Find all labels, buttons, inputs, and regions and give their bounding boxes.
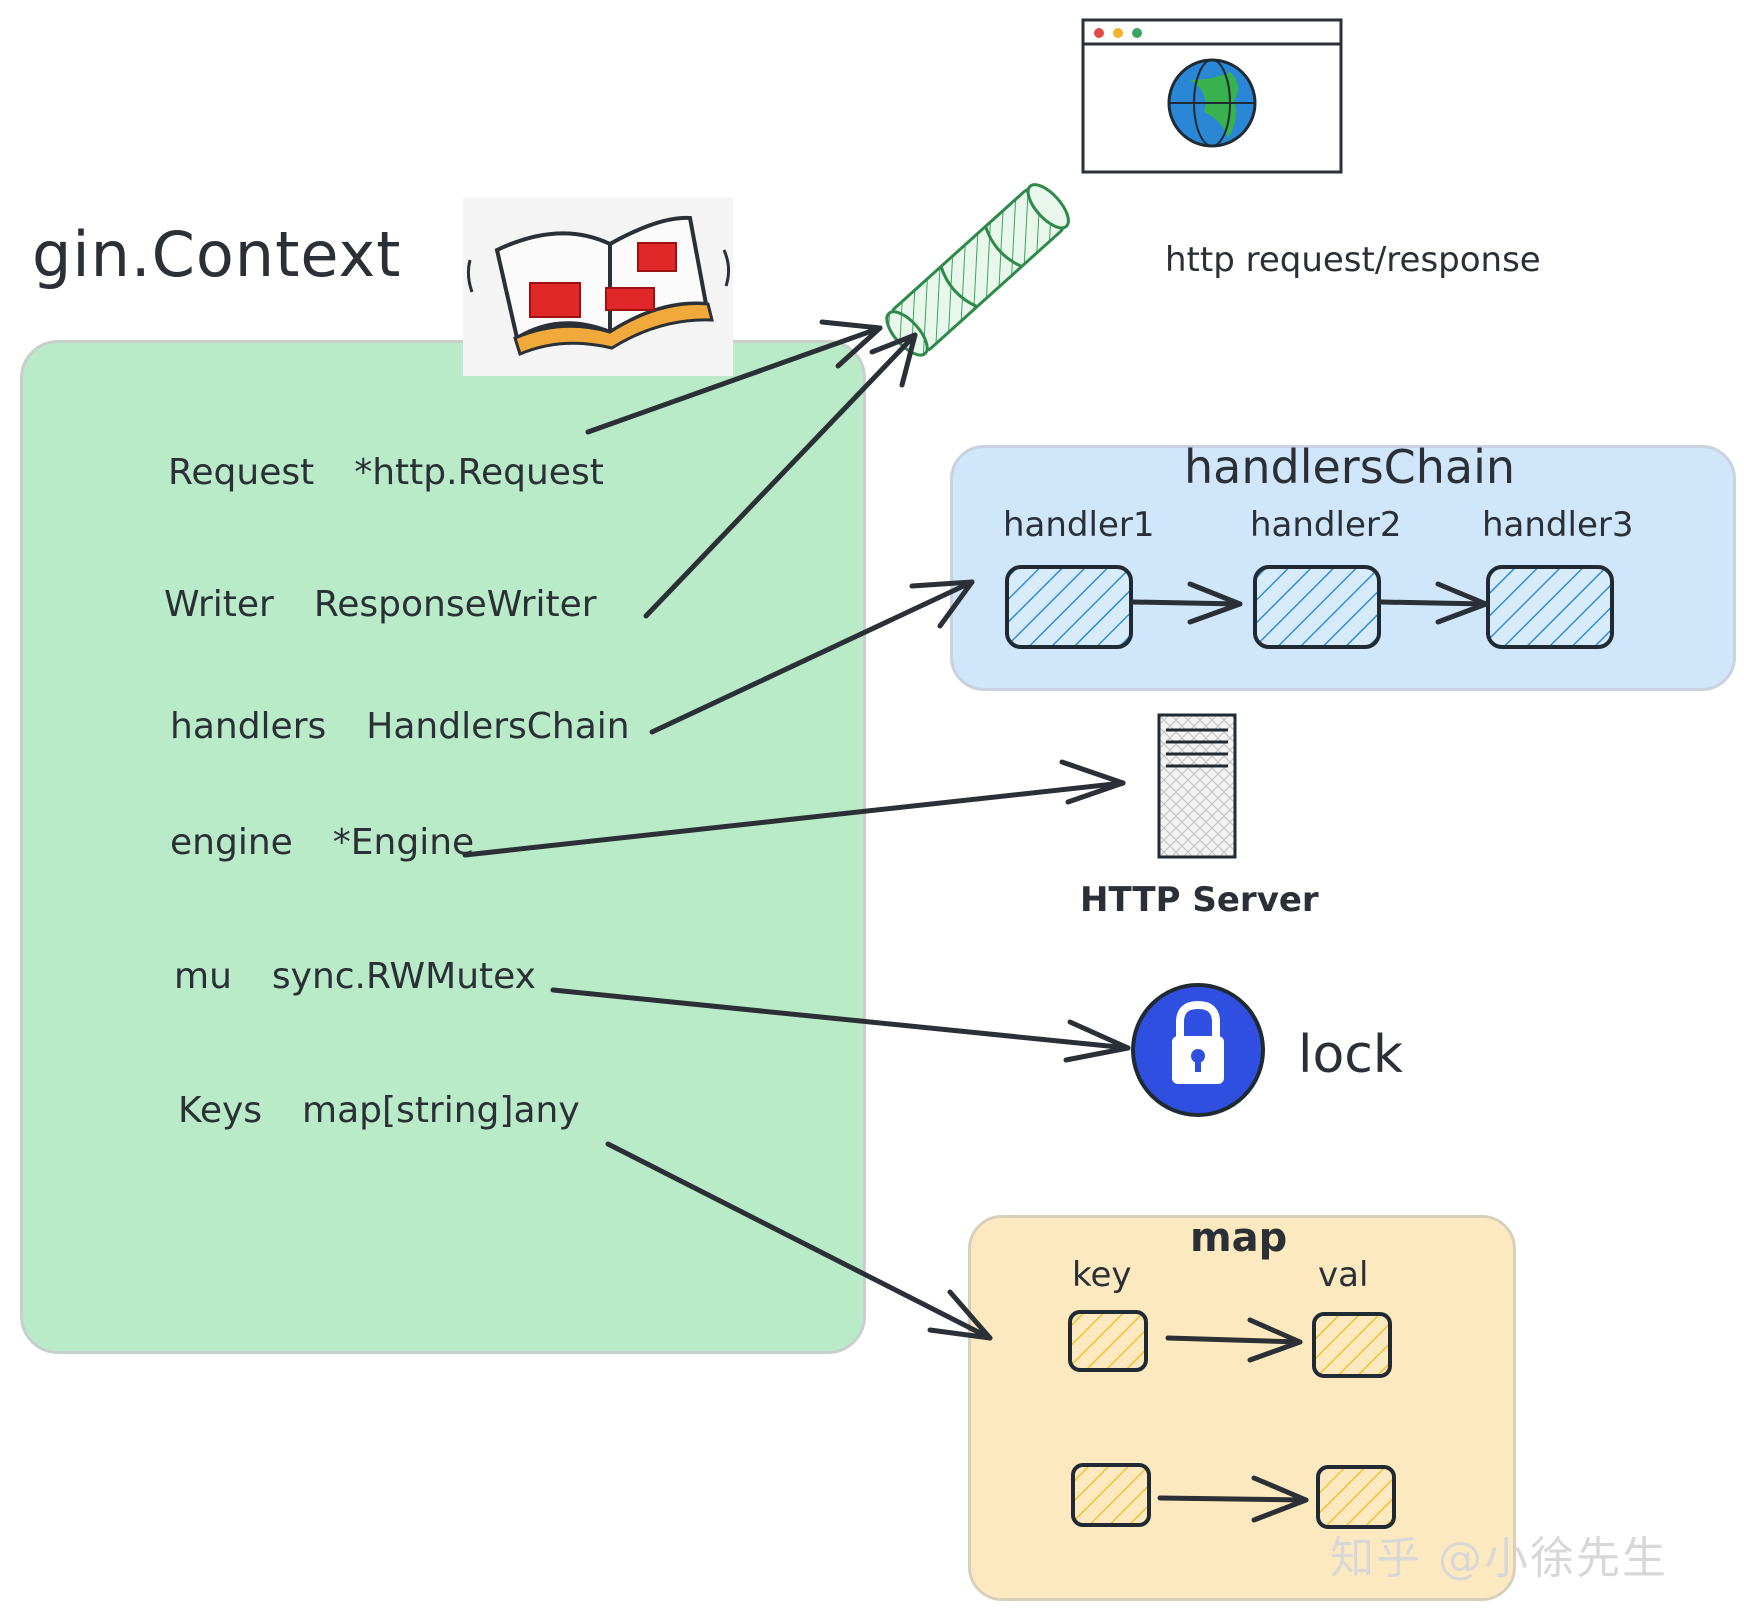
field-row-handlers: handlers HandlersChain (170, 706, 630, 747)
field-name: handlers (170, 706, 327, 747)
server-tower-icon (1157, 713, 1237, 859)
handlers-chain-title: handlersChain (1184, 440, 1516, 494)
map-key-label: key (1072, 1255, 1132, 1295)
arrow-map-key2-to-val2 (1157, 1475, 1309, 1523)
map-val-box-2 (1316, 1465, 1396, 1529)
field-type: *http.Request (354, 452, 604, 493)
arrow-handlers-to-chain (649, 579, 975, 735)
context-panel (20, 340, 866, 1354)
browser-window-icon (1081, 18, 1343, 174)
handler2-box (1253, 565, 1381, 649)
map-panel (968, 1215, 1516, 1601)
field-name: mu (174, 956, 232, 997)
map-val-label: val (1318, 1255, 1369, 1295)
map-key-box-1 (1068, 1310, 1148, 1372)
watermark: 知乎 @小徐先生 (1330, 1533, 1668, 1584)
lock-label: lock (1298, 1025, 1403, 1085)
context-title: gin.Context (32, 218, 402, 291)
arrow-mu-to-lock (550, 987, 1131, 1063)
field-type: sync.RWMutex (271, 956, 536, 997)
field-row-engine: engine *Engine (170, 822, 474, 863)
field-name: Writer (164, 584, 274, 625)
arrow-writer-to-pipe (643, 332, 918, 619)
arrow-keys-to-map (605, 1141, 993, 1341)
globe-icon (1167, 58, 1257, 148)
field-row-keys: Keys map[string]any (178, 1090, 580, 1131)
arrow-handler2-to-handler3 (1378, 581, 1489, 625)
field-type: ResponseWriter (313, 584, 597, 625)
server-label: HTTP Server (1080, 880, 1319, 920)
handler1-box (1005, 565, 1133, 649)
lock-icon (1131, 983, 1265, 1117)
map-title: map (1190, 1215, 1288, 1261)
handler1-label: handler1 (1003, 505, 1155, 545)
field-type: map[string]any (302, 1090, 580, 1131)
pipe-icon (885, 183, 1070, 357)
handler3-box (1486, 565, 1614, 649)
book-icon (463, 198, 733, 376)
field-row-request: Request *http.Request (168, 452, 604, 493)
handler3-label: handler3 (1482, 505, 1634, 545)
field-name: engine (170, 822, 293, 863)
arrow-handler1-to-handler2 (1130, 581, 1243, 625)
field-row-mu: mu sync.RWMutex (174, 956, 536, 997)
field-name: Request (168, 452, 315, 493)
arrow-request-to-pipe (585, 319, 883, 435)
arrow-engine-to-server (462, 759, 1126, 858)
http-label: http request/response (1165, 240, 1541, 280)
field-name: Keys (178, 1090, 263, 1131)
arrow-map-key1-to-val1 (1165, 1317, 1303, 1363)
map-val-box-1 (1312, 1312, 1392, 1378)
field-type: *Engine (332, 822, 475, 863)
field-type: HandlersChain (366, 706, 630, 747)
field-row-writer: Writer ResponseWriter (164, 584, 597, 625)
map-key-box-2 (1071, 1463, 1151, 1527)
handler2-label: handler2 (1250, 505, 1402, 545)
